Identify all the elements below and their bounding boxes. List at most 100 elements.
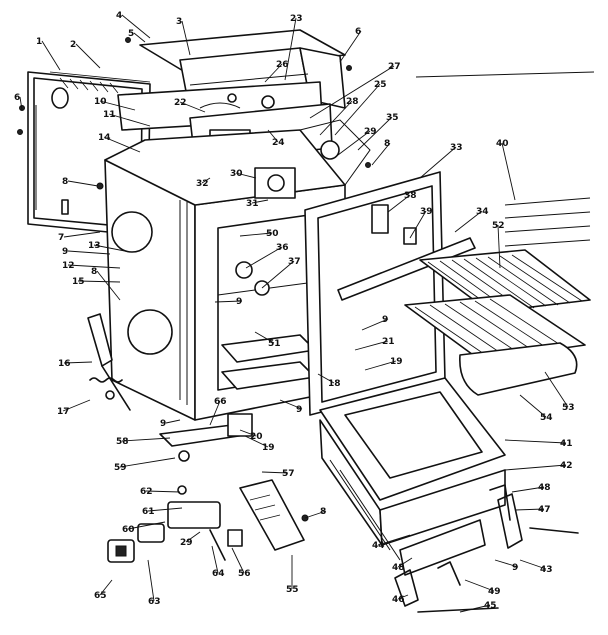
leader-line-c4 — [121, 14, 151, 39]
leader-line-c42 — [504, 464, 567, 471]
leader-line-c8c — [371, 142, 391, 166]
callout-c46: 46 — [392, 595, 405, 605]
callout-c26: 26 — [276, 60, 289, 70]
callout-c24: 24 — [272, 138, 285, 148]
leader-line-c3 — [181, 20, 191, 56]
callout-c43: 43 — [540, 565, 553, 575]
leader-line-c5 — [133, 32, 146, 43]
callout-c64: 64 — [212, 569, 225, 579]
callout-c14: 14 — [98, 133, 111, 143]
callout-c12: 12 — [62, 261, 75, 271]
callout-c31: 31 — [246, 199, 259, 209]
callout-c6a: 6 — [355, 27, 361, 37]
callout-c60: 60 — [122, 525, 135, 535]
callout-c41: 41 — [560, 439, 573, 449]
door-frame — [304, 171, 476, 416]
leader-line-c27 — [309, 65, 395, 119]
leader-line-c25 — [334, 83, 381, 136]
oven-racks — [404, 197, 591, 396]
callout-c7: 7 — [58, 233, 64, 243]
leader-line-c9c — [165, 419, 181, 424]
leader-line-c61 — [147, 507, 183, 512]
leader-line-c34 — [454, 210, 483, 233]
leader-line-c9d — [279, 399, 303, 410]
leader-line-c58 — [121, 437, 171, 442]
leader-line-c47 — [514, 508, 545, 511]
leader-line-c12 — [67, 264, 121, 269]
leader-line-c53 — [544, 371, 569, 408]
leader-line-c23 — [284, 17, 297, 81]
leader-line-c62 — [145, 490, 181, 493]
callout-c19a: 19 — [390, 357, 403, 367]
burner-assembly — [159, 413, 305, 551]
callout-c62: 62 — [140, 487, 153, 497]
callout-c39: 39 — [420, 207, 433, 217]
leader-line-c19a — [364, 360, 397, 371]
leader-line-c32 — [201, 177, 211, 184]
callout-c9d: 9 — [296, 405, 302, 415]
callout-c47: 47 — [538, 505, 551, 515]
left-bracket-spring — [87, 313, 131, 411]
leader-line-c33 — [419, 146, 457, 179]
callout-c49: 49 — [488, 587, 501, 597]
leader-line-c19b — [244, 435, 269, 448]
leader-line-c18 — [317, 373, 335, 384]
registration-mark — [415, 71, 595, 78]
callout-c51: 51 — [268, 339, 281, 349]
callout-c13: 13 — [88, 241, 101, 251]
callout-c27: 27 — [388, 62, 401, 72]
leader-line-c9b — [214, 300, 243, 303]
callout-c66: 66 — [214, 397, 227, 407]
callout-c61: 61 — [142, 507, 155, 517]
leader-line-c30 — [235, 172, 257, 179]
callout-c19b: 19 — [262, 443, 275, 453]
leader-line-c46 — [397, 594, 409, 600]
callout-c23: 23 — [290, 14, 303, 24]
leader-line-c31 — [251, 199, 269, 204]
callout-c9a: 9 — [62, 247, 68, 257]
leader-line-c66 — [209, 400, 221, 426]
callout-c55: 55 — [286, 585, 299, 595]
callout-c42: 42 — [560, 461, 573, 471]
leader-line-c8d — [304, 510, 327, 519]
leader-line-c39 — [409, 210, 427, 239]
callout-c18: 18 — [328, 379, 341, 389]
leader-line-c57 — [261, 471, 289, 474]
callout-c38: 38 — [404, 191, 417, 201]
leader-line-c64 — [211, 545, 219, 574]
leader-line-c15 — [77, 280, 121, 283]
callout-c8c: 8 — [384, 139, 390, 149]
callout-c5: 5 — [128, 29, 134, 39]
callout-c58: 58 — [116, 437, 129, 447]
valve-parts — [107, 485, 243, 563]
callout-c48b: 48 — [392, 563, 405, 573]
callout-c8d: 8 — [320, 507, 326, 517]
callout-c6b: 6 — [14, 93, 20, 103]
callout-c65: 65 — [94, 591, 107, 601]
callout-c9e: 9 — [382, 315, 388, 325]
callout-c8b: 8 — [91, 267, 97, 277]
door-hinges — [394, 484, 579, 613]
callout-c11: 11 — [103, 110, 116, 120]
leader-line-c13 — [93, 244, 131, 253]
leader-line-c63 — [147, 559, 155, 602]
leader-line-c29b — [185, 531, 201, 543]
callout-c36: 36 — [276, 243, 289, 253]
callout-c20: 20 — [250, 432, 263, 442]
leader-line-c43 — [519, 559, 547, 570]
leader-line-c9f — [494, 559, 519, 568]
callout-c34: 34 — [476, 207, 489, 217]
callout-c15: 15 — [72, 277, 85, 287]
callout-c2: 2 — [70, 40, 76, 50]
callout-c32: 32 — [196, 179, 209, 189]
callout-c3: 3 — [176, 17, 182, 27]
callout-c35: 35 — [386, 113, 399, 123]
callout-c22: 22 — [174, 98, 187, 108]
leader-line-c48a — [511, 486, 545, 493]
leader-line-c50 — [239, 232, 273, 237]
leader-line-c59 — [119, 457, 176, 468]
leader-line-c8b — [96, 270, 121, 301]
leader-line-c40 — [501, 142, 516, 201]
